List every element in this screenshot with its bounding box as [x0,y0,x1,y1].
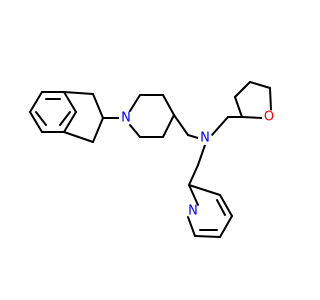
atom-N1: N [119,111,133,126]
bond-benzene-1 [29,91,43,113]
bond-pyridine-3 [194,235,221,238]
bond-pyridine-5 [219,194,233,217]
bond-thf-3 [249,81,271,89]
atom-label-n-pyridine: N [188,204,198,219]
bond-pyridine-4 [219,215,233,238]
bond-amine-ch2 [211,116,229,136]
bond-piperidine-6 [129,124,141,138]
bond-ch2-pyridine [188,164,199,186]
bond-piperidine-3 [162,94,175,116]
bond-thf-5 [241,116,263,119]
bond-pyridine-2 [187,216,196,237]
atom-N3: N [186,204,200,219]
bond-ch2-amine [187,134,199,139]
bond-piperidine-1 [129,94,141,112]
bond-pyridine-double-2 [216,199,226,216]
molecule-diagram: N N O N [29,81,276,238]
bond-benzene-double-2 [59,111,71,126]
atom-N2: N [198,131,212,146]
bond-amine-ch2-pyr [197,144,206,166]
bond-benzene-6 [29,111,43,133]
bond-thf-2 [234,81,251,98]
bond-ch2-piperidine [173,114,189,136]
bond-cyclopentane-2 [92,93,104,119]
bond-benzene-3 [63,91,77,113]
atom-label-o-tetrahydrofuran: O [264,110,274,125]
bond-cyclopentane-1 [63,91,94,95]
atom-label-n-tertiary-amine: N [200,131,210,146]
bond-cyclopentane-3 [92,117,104,143]
bond-piperidine-4 [162,114,175,138]
bond-layer [29,81,272,238]
atom-O1: O [262,110,276,125]
bond-pyridine-1 [188,184,199,206]
bond-thf-1 [234,96,243,118]
bond-cyclopentane-4 [63,131,94,143]
bond-pyridine-6 [188,184,221,196]
bond-thf-4 [269,87,272,111]
atom-label-n-piperidine: N [121,111,131,126]
bond-benzene-4 [63,111,77,133]
bond-benzene-double-3 [35,111,47,126]
atom-label-layer: N N O N [119,110,276,219]
